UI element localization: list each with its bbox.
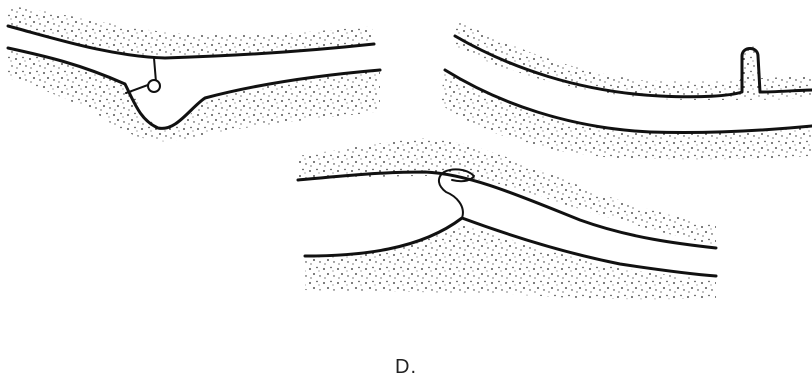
- panel-top-left: [8, 6, 380, 141]
- panel-bottom: [298, 138, 716, 299]
- figure-caption: D.: [0, 356, 812, 379]
- bubble-icon: [148, 80, 160, 92]
- panel-top-right: [440, 20, 812, 159]
